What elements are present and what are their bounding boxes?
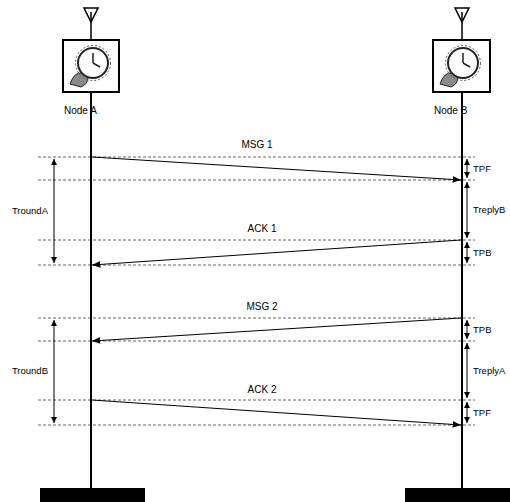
message-label: MSG 2 — [245, 301, 278, 313]
antenna-symbol — [84, 8, 98, 22]
device-box — [433, 40, 490, 92]
lifeline: Node B — [461, 92, 463, 488]
dimension-arrow — [54, 320, 55, 423]
clock-face — [78, 48, 108, 78]
node-label: Node A — [64, 105, 97, 117]
ground-bar — [405, 488, 510, 502]
timing-label: TreplyA — [472, 365, 506, 377]
message-label: ACK 1 — [247, 223, 278, 235]
clock-hand — [92, 53, 94, 63]
timing-label: TreplyB — [472, 204, 506, 216]
dimension-arrow — [467, 159, 468, 178]
timing-label: TPF — [472, 163, 492, 175]
dimension-arrows — [54, 159, 467, 423]
timing-label: TPB — [472, 247, 492, 259]
lifeline: Node A — [90, 92, 92, 488]
dimension-arrow — [467, 182, 468, 238]
dimension-arrow — [467, 343, 468, 398]
dimension-arrow — [54, 159, 55, 263]
antenna-symbol — [455, 8, 469, 22]
clock-rim — [76, 46, 111, 81]
message-arrow — [92, 400, 461, 425]
antenna-mast — [90, 12, 92, 40]
timing-guide — [38, 180, 475, 181]
clock-hand — [462, 53, 464, 63]
dimension-arrow — [467, 320, 468, 339]
clock-rim — [446, 46, 481, 81]
clock-hand — [463, 63, 470, 67]
timing-label: TPB — [472, 324, 492, 336]
clock-face — [448, 48, 478, 78]
dimension-arrow — [467, 402, 468, 423]
ground-bar — [40, 488, 145, 502]
dimension-arrow — [467, 242, 468, 263]
message-arrow — [92, 240, 461, 265]
message-label: ACK 2 — [247, 384, 278, 396]
node-label: Node B — [434, 105, 467, 117]
timing-guide — [38, 240, 475, 241]
timing-guide — [38, 425, 475, 426]
message-arrow — [92, 318, 461, 341]
timing-label: TPF — [472, 407, 492, 419]
antenna-mast — [461, 12, 463, 40]
clock-icon — [440, 46, 481, 88]
timing-label: TroundA — [11, 205, 49, 217]
timing-label: TroundB — [11, 365, 49, 377]
timing-guides — [38, 157, 475, 425]
message-label: MSG 1 — [240, 139, 273, 151]
clock-icon — [70, 46, 111, 88]
clock-hand — [93, 63, 100, 67]
device-box — [63, 40, 119, 92]
message-arrow — [92, 157, 461, 180]
timing-guide — [38, 318, 475, 319]
